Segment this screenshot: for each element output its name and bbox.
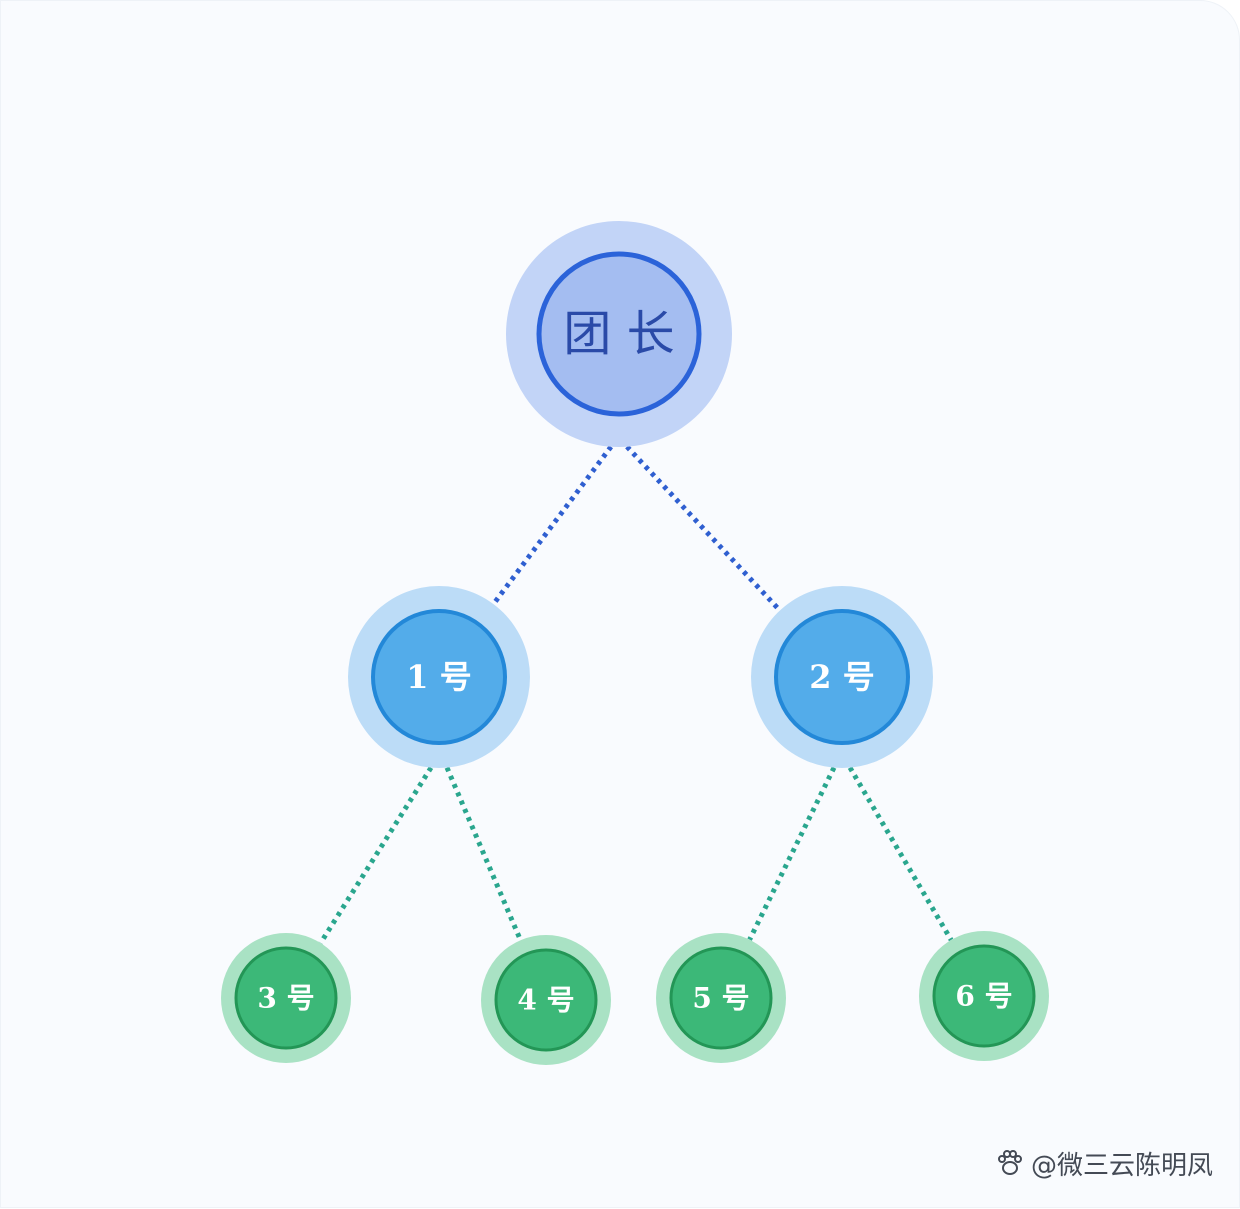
node-n2: 2 号 [751,586,933,768]
connector-n2-n6 [847,766,954,942]
node-label: 1 号 [406,658,471,696]
node-n5: 5 号 [656,933,786,1063]
node-n3: 3 号 [221,933,351,1063]
node-label: 4 号 [517,984,574,1017]
paw-icon [997,1150,1022,1175]
connector-n2-n5 [747,766,837,941]
node-core [234,946,338,1050]
node-label: 2 号 [809,658,874,696]
node-core [494,948,598,1052]
node-n6: 6 号 [919,931,1049,1061]
node-label: 5 号 [692,982,749,1015]
node-group: 团 长 1 号 2 号 3 号 4 号 5 号 6 号 [221,221,1049,1065]
connector-leader-n2 [625,445,782,613]
node-core [669,946,773,1050]
watermark-text: @微三云陈明凤 [1030,1150,1213,1181]
node-label: 6 号 [955,980,1012,1013]
node-label: 3 号 [257,982,314,1015]
watermark: @微三云陈明凤 [995,1145,1213,1181]
node-n1: 1 号 [348,586,530,768]
node-label: 团 长 [563,306,674,362]
connector-group [318,445,954,945]
node-core [371,609,507,745]
node-leader: 团 长 [506,221,732,447]
connector-n1-n3 [318,766,434,945]
node-core [536,251,702,417]
node-n4: 4 号 [481,935,611,1065]
connector-leader-n1 [491,445,614,606]
node-core [774,609,910,745]
connector-n1-n4 [444,766,523,942]
node-core [932,944,1036,1048]
